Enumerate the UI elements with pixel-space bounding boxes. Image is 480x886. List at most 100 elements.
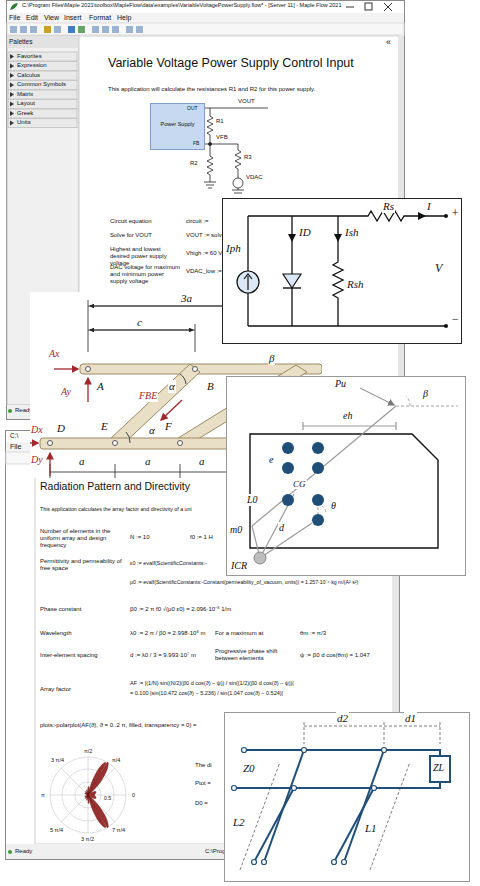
window-text: Units	[17, 119, 31, 126]
figure-label: eh	[342, 410, 353, 422]
figure-label: L0	[246, 494, 259, 506]
figure-label: e	[268, 454, 274, 466]
window-text: The di	[195, 762, 212, 769]
figure-label: V	[434, 262, 443, 276]
window-text: This application will calculate the resi…	[108, 86, 315, 93]
window-text: Wavelength	[40, 630, 71, 637]
window-text: File	[10, 443, 21, 451]
figure-label: a	[144, 455, 152, 468]
window-text: This application calculates the array fa…	[40, 506, 192, 512]
figure-label: D	[56, 422, 66, 435]
window-text: Matrix	[17, 91, 33, 98]
window-text: For a maximum at	[215, 630, 263, 637]
power-supply-box: OUT Power SupplyFB	[150, 103, 205, 150]
figure-label: Rsh	[346, 278, 365, 291]
figure-label: a	[78, 455, 86, 468]
window-text: Array factor	[40, 686, 71, 693]
window-text: π	[41, 792, 45, 798]
figure-label: E	[100, 420, 109, 433]
window-text: VOUT	[238, 98, 255, 105]
window-text: VDAC_low :=	[186, 268, 222, 275]
window-text: 5 π/4	[50, 827, 63, 833]
figure-label: Ax	[48, 348, 61, 360]
window-text: Permittivity and permeability of free sp…	[40, 558, 125, 572]
window-text: β0 := 2 π f0 √(μ0 ε0) = 2.096·10⁻⁸ 1/m	[130, 606, 231, 613]
window-text: plots:-polarplot(AF(ϑ), ϑ = 0..2 π, fill…	[40, 722, 197, 729]
window-text: d := λ0 / 3 = 9.993·10⁷ m	[130, 652, 196, 659]
figure-label: ZL	[432, 762, 445, 774]
feedback-schematic	[204, 108, 268, 193]
figure-label: A	[96, 380, 105, 393]
window-text: C:\	[10, 432, 18, 439]
window-text: Inter-element spacing	[40, 652, 98, 659]
polar-lobes	[85, 762, 108, 827]
window-text: Power Supply	[151, 121, 204, 127]
window-text: OUT	[187, 106, 198, 112]
figure-label: L1	[364, 822, 378, 835]
figure-label: m0	[229, 524, 243, 536]
window-text: «	[386, 37, 391, 47]
window-text: AF := |(1/N) sin((N/2)(β0 d cos(ϑ) − ψ))…	[130, 680, 294, 686]
stub-line-figure: d2d1Z0ZLL2L1	[224, 712, 470, 882]
figure-label: β	[422, 388, 429, 400]
figure-label: Ish	[344, 226, 359, 239]
window-text: Greek	[17, 110, 33, 117]
bolt-group-figure	[226, 376, 466, 576]
figure-label: 3a	[180, 292, 193, 305]
window-text: View	[44, 14, 59, 22]
window-text: Circuit equation	[110, 218, 152, 225]
figure-label: c	[136, 316, 143, 329]
window-text: Palettes	[9, 38, 33, 45]
window-text: Layout	[17, 100, 35, 107]
stub-line-figure	[224, 712, 470, 882]
window-text: DAC voltage for maximum and minimum powe…	[110, 264, 182, 285]
window-text: 0	[132, 792, 135, 798]
solar-cell-figure: RsI+IphIDIshRshV−	[222, 198, 462, 344]
figure-label: α	[168, 380, 176, 393]
figure-label: −	[450, 313, 460, 327]
figure-label: Dy	[30, 454, 44, 466]
window-text: Solve for VOUT	[110, 232, 152, 239]
window-text: Insert	[64, 14, 82, 22]
window-text: Favorites	[17, 53, 42, 60]
window-text: FB	[193, 141, 199, 147]
window-text: Vhigh := 60 V	[186, 250, 222, 257]
bolt-group-figure: PuehβeCGL0θdm0ICR	[226, 376, 466, 576]
figure-label: β	[268, 352, 275, 365]
window-text: f0 := 1 H	[190, 534, 213, 541]
figure-label: CG	[292, 479, 307, 489]
window-text: μ0 := evalf(ScientificConstants:-Constan…	[130, 580, 358, 586]
window-text: Ready	[15, 848, 32, 855]
figure-label: Iph	[225, 242, 242, 255]
figure-label: +	[450, 207, 460, 221]
figure-label: Ay	[60, 386, 72, 398]
solar-cell-circuit	[222, 198, 462, 344]
figure-label: a	[198, 455, 206, 468]
window-text: Format	[89, 14, 111, 22]
window-text: Edit	[26, 14, 38, 22]
window-text: R2	[190, 160, 198, 167]
window-text: Ptot =	[195, 780, 211, 787]
window-text: θm := π/3	[300, 630, 326, 637]
polar-grid	[50, 757, 126, 833]
window-text: VOUT := solv	[186, 232, 222, 239]
window-text: C:\Program Files\Maple 2021\toolbox\Mapl…	[22, 2, 341, 8]
figure-label: d1	[404, 712, 417, 725]
figure-label: Z0	[242, 762, 256, 775]
figure-label: d	[278, 522, 285, 534]
window-text: Variable Voltage Power Supply Control In…	[108, 56, 354, 70]
window-text: π/2	[84, 748, 92, 754]
figure-label: L2	[232, 816, 246, 829]
window-text: R1	[216, 118, 224, 125]
figure-label: I	[426, 200, 432, 213]
window-text: File	[9, 14, 20, 22]
window-text: Calculus	[17, 72, 40, 79]
window-text: Phase constant	[40, 606, 81, 613]
window-text: 3 π/2	[81, 836, 94, 842]
window-text: π/4	[112, 757, 120, 763]
figure-label: ICR	[230, 560, 248, 572]
window-text: 7 π/4	[112, 827, 125, 833]
window-text: Ready	[15, 407, 32, 414]
window-text: λ0 := 2 π / β0 = 2.998·10⁸ m	[130, 630, 206, 637]
window-text: ε0 := evalf(ScientificConstants:-	[130, 560, 207, 566]
